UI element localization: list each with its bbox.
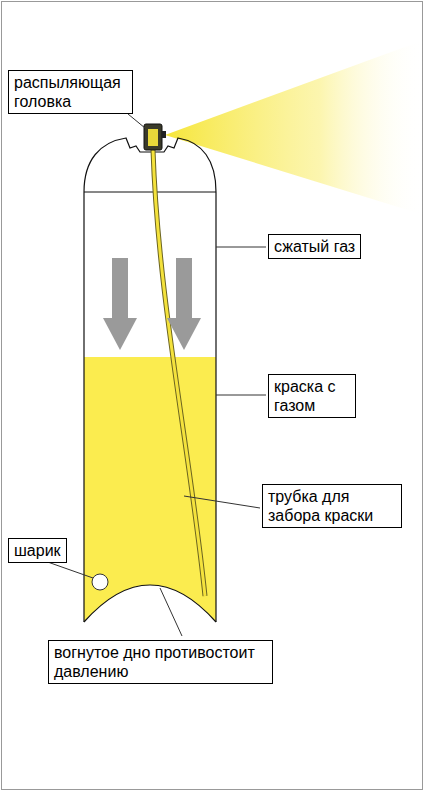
callout-label: краска с газом [274, 377, 350, 415]
nozzle [162, 131, 166, 138]
concave-bottom [84, 585, 216, 622]
callout-label: распыляющая головка [14, 73, 127, 111]
paint-liquid [84, 357, 216, 622]
leader-line [184, 496, 260, 508]
callout-box: сжатый газ [268, 234, 361, 259]
spray-head-core [148, 129, 158, 146]
dip-tube [153, 150, 205, 596]
callout-box: трубка для забора краски [262, 484, 402, 528]
spray-cone [165, 40, 424, 215]
leader-line [160, 588, 182, 636]
pressure-arrows [103, 258, 201, 350]
dip-tube-edge [153, 150, 205, 596]
leader-line [216, 247, 266, 248]
pressure-arrow [167, 258, 201, 350]
leader-line [216, 395, 266, 396]
ball [92, 574, 108, 590]
can-shoulder-line [84, 192, 216, 193]
callout-label: вогнутое дно противостоит давлению [54, 643, 267, 681]
can-wall [84, 192, 216, 622]
leader-line [128, 114, 145, 128]
spray-head [144, 124, 162, 150]
callout-label: трубка для забора краски [268, 487, 396, 525]
callout-box: распыляющая головка [8, 70, 133, 114]
leader-lines [42, 114, 266, 636]
callout-label: сжатый газ [274, 237, 355, 256]
callout-box: вогнутое дно противостоит давлению [48, 640, 273, 684]
callout-box: шарик [8, 538, 67, 563]
callout-label: шарик [14, 541, 61, 560]
pressure-arrow [103, 258, 137, 350]
callout-box: краска с газом [268, 374, 356, 418]
